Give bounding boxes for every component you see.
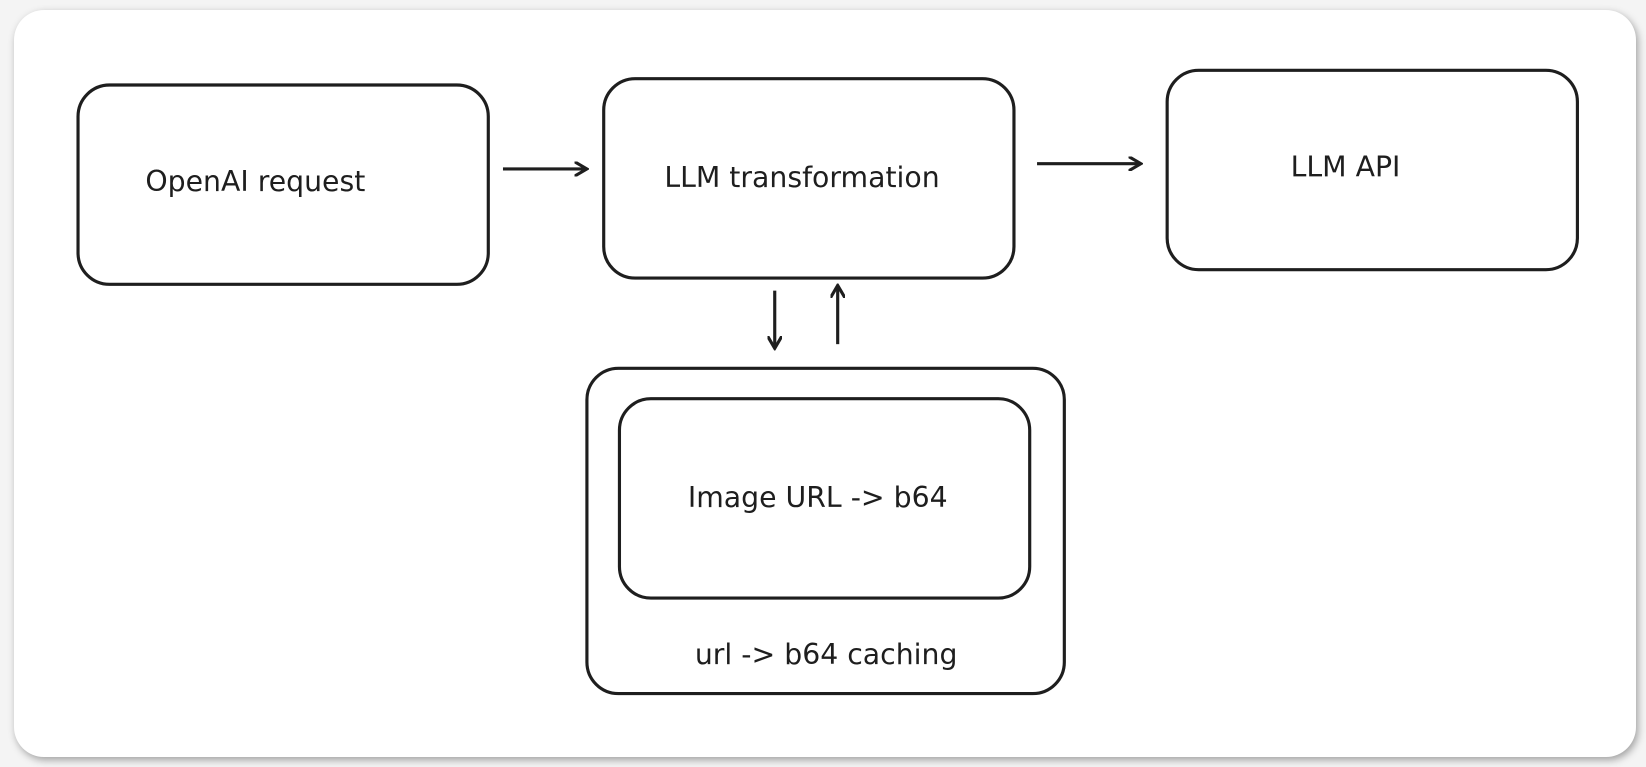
label-cache-group: url -> b64 caching bbox=[695, 638, 958, 671]
diagram-canvas bbox=[14, 10, 1636, 757]
label-llm-api: LLM API bbox=[1291, 150, 1401, 183]
group-cache[interactable] bbox=[585, 366, 1066, 696]
node-llm-api[interactable] bbox=[1165, 68, 1579, 272]
label-llm-transformation: LLM transformation bbox=[664, 161, 939, 194]
label-openai-request: OpenAI request bbox=[145, 165, 365, 198]
node-image-url-b64[interactable] bbox=[617, 397, 1032, 600]
node-llm-transformation[interactable] bbox=[602, 77, 1016, 280]
label-image-url-b64: Image URL -> b64 bbox=[688, 481, 948, 514]
node-openai-request[interactable] bbox=[76, 83, 490, 286]
